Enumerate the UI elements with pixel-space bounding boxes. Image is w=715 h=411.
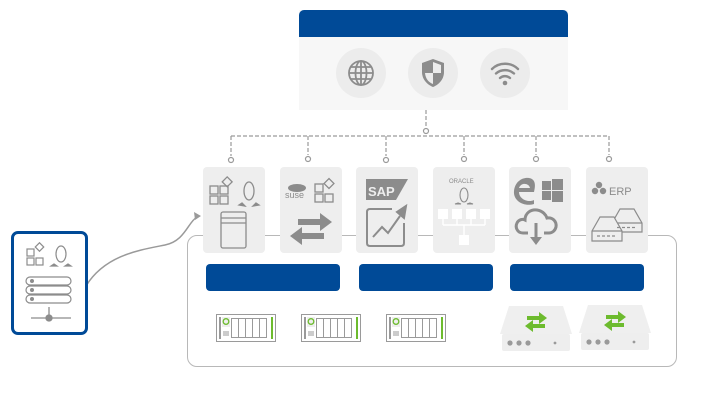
infrastructure-group	[187, 235, 677, 367]
svg-text:SAP: SAP	[368, 184, 395, 199]
storage-drives-icon	[591, 208, 643, 242]
connector-node	[382, 156, 390, 164]
wifi-icon	[480, 48, 530, 98]
group-bar-3	[510, 264, 644, 291]
transfer-arrows-icon	[290, 213, 332, 245]
sap-logo: SAP	[366, 179, 408, 200]
cloud-download-icon	[514, 208, 558, 245]
chart-trend-icon	[366, 203, 408, 247]
group-bar-1	[206, 264, 340, 291]
connector-node	[605, 155, 613, 163]
server-unit-3[interactable]	[386, 314, 446, 342]
server-icon	[220, 211, 247, 249]
oracle-logo: ORACLE	[449, 179, 474, 185]
tile-suse-migration[interactable]: suse	[280, 167, 342, 253]
server-unit-2[interactable]	[301, 314, 361, 342]
migration-path	[85, 216, 198, 287]
windows-icon	[542, 179, 563, 202]
edge-icon	[513, 177, 535, 205]
connector-node	[227, 156, 235, 164]
server-stack-icon	[25, 276, 72, 304]
connector-node	[304, 155, 312, 163]
group-bar-2	[359, 264, 493, 291]
erp-icon: ERP	[591, 181, 632, 198]
tile-oracle-linux[interactable]: ORACLE	[433, 167, 495, 253]
tile-apps-linux[interactable]	[203, 167, 265, 253]
tile-windows-cloud[interactable]	[509, 167, 571, 253]
globe-icon	[336, 48, 386, 98]
transfer-arrows-icon	[525, 312, 547, 332]
linux-icon	[49, 245, 73, 267]
svg-text:suse: suse	[285, 190, 304, 200]
apps-icon	[209, 175, 234, 205]
network-appliance-1[interactable]	[499, 306, 573, 352]
linux-icon	[454, 187, 474, 205]
network-services-header	[299, 10, 568, 37]
apps-icon	[314, 177, 335, 203]
on-premise-server[interactable]	[11, 231, 88, 335]
connector-node	[532, 155, 540, 163]
apps-icon	[26, 241, 45, 266]
connector-node	[422, 127, 430, 135]
connector-node	[460, 155, 468, 163]
network-icon	[31, 307, 71, 322]
transfer-arrows-icon	[604, 311, 626, 331]
linux-icon	[237, 181, 261, 207]
cluster-icon	[438, 209, 490, 245]
arrow-head-icon	[194, 212, 201, 220]
tile-erp-storage[interactable]: ERP	[586, 167, 648, 253]
svg-text:ERP: ERP	[609, 186, 632, 198]
suse-icon: suse	[285, 184, 306, 200]
server-unit-1[interactable]	[216, 314, 276, 342]
tile-sap-analytics[interactable]: SAP	[356, 167, 418, 253]
network-appliance-2[interactable]	[578, 305, 652, 351]
shield-icon	[408, 48, 458, 98]
